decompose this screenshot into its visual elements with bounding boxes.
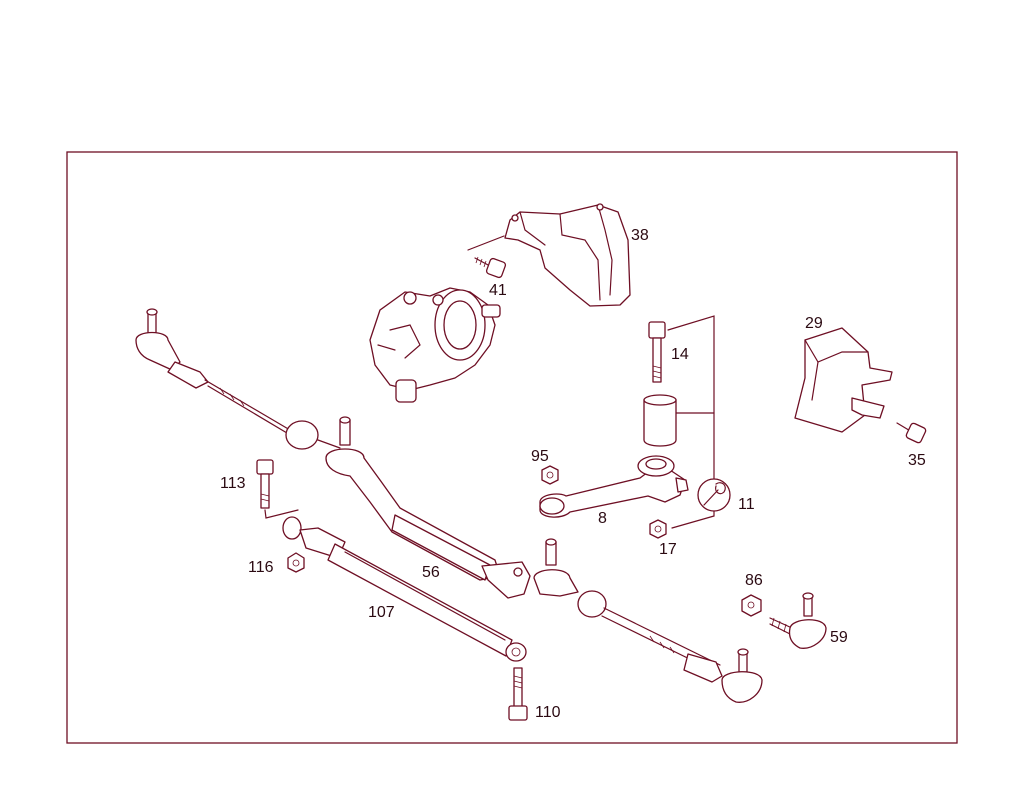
part-29-cover	[794, 327, 893, 433]
callout-29: 29	[805, 315, 823, 332]
callout-38: 38	[631, 227, 649, 244]
part-11-wrench-icon	[697, 478, 731, 512]
callout-11: 11	[738, 496, 755, 513]
callout-59: 59	[830, 629, 848, 646]
part-17-nut	[649, 519, 667, 539]
part-95-nut	[541, 465, 559, 485]
callout-107: 107	[368, 604, 395, 621]
part-41-bolt	[474, 256, 507, 279]
part-116-nut	[287, 552, 305, 573]
leader-113	[264, 509, 299, 519]
bushing-small	[282, 516, 302, 540]
diagram-frame	[66, 151, 958, 744]
callout-35: 35	[908, 452, 926, 469]
callout-116: 116	[248, 559, 274, 576]
part-56-drag-link	[325, 416, 531, 599]
part-110-bolt	[508, 667, 528, 721]
steering-gear-box	[369, 287, 501, 403]
callout-8: 8	[598, 510, 607, 527]
callout-113: 113	[220, 475, 246, 492]
right-tie-rod	[533, 538, 763, 703]
part-113-bolt	[256, 459, 274, 509]
part-107-steering-damper	[299, 527, 527, 662]
idler-bushing	[643, 394, 677, 447]
left-tie-rod	[135, 308, 341, 450]
callout-86: 86	[745, 572, 763, 589]
callout-17: 17	[659, 541, 677, 558]
group-bracket-line	[667, 315, 715, 481]
part-59-tie-rod-end	[769, 592, 827, 649]
part-8-idler-arm	[539, 455, 689, 518]
callout-41: 41	[489, 282, 507, 299]
leader-41-to-38	[467, 235, 505, 251]
part-14-bolt	[648, 321, 666, 383]
callout-95: 95	[531, 448, 549, 465]
group-bracket-bottom	[671, 509, 715, 529]
callout-14: 14	[671, 346, 689, 363]
part-86-nut	[741, 594, 762, 617]
part-35-bolt	[896, 422, 927, 444]
part-38-bracket	[504, 203, 631, 307]
callout-56: 56	[422, 564, 440, 581]
callout-110: 110	[535, 704, 561, 721]
